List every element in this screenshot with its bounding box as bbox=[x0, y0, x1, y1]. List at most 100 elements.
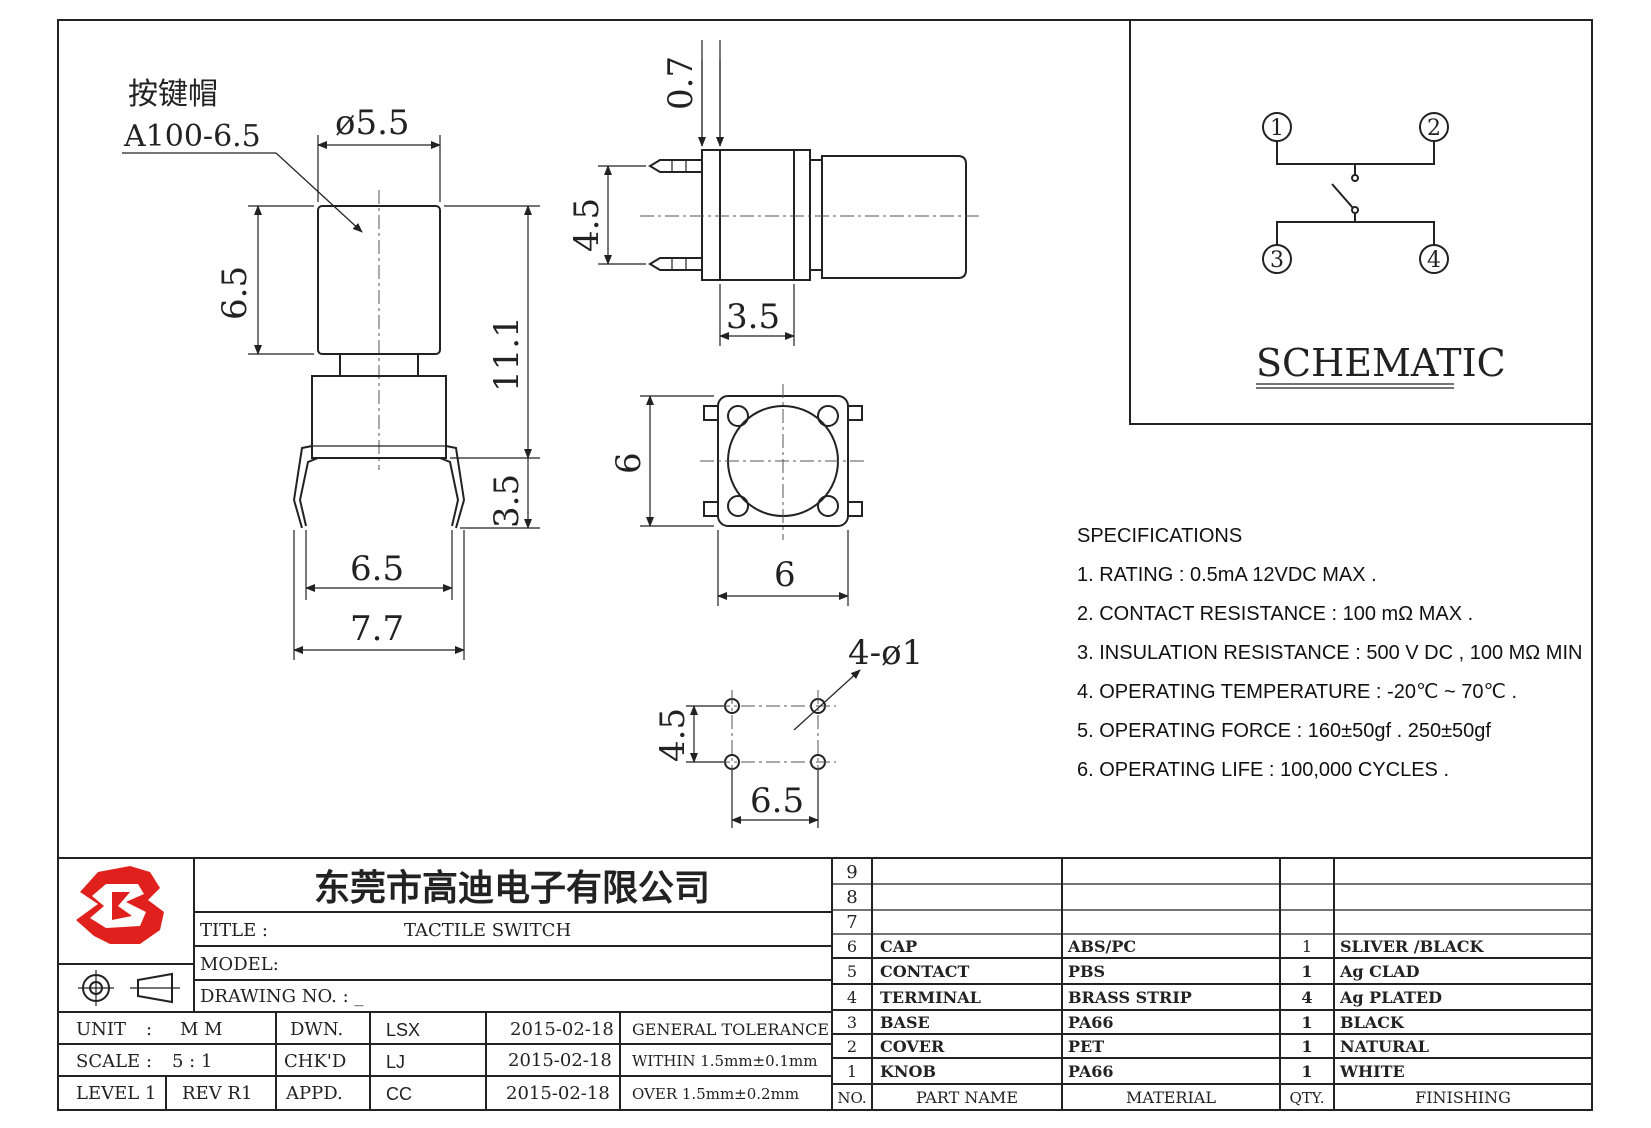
tolerance-within: WITHIN 1.5mm±0.1mm bbox=[632, 1052, 817, 1070]
bom-part: CAP bbox=[880, 937, 917, 956]
dim-cap-height: 6.5 bbox=[215, 266, 255, 320]
bom-material: PA66 bbox=[1068, 1062, 1114, 1081]
keycap-label-cn: 按键帽 bbox=[128, 77, 218, 112]
title-label: TITLE : bbox=[200, 920, 268, 941]
dwn-name: LSX bbox=[386, 1020, 420, 1040]
title-block: 东莞市高迪电子有限公司 TITLE : TACTILE SWITCH MODEL… bbox=[58, 857, 1592, 1110]
dim-pin-pitch: 4.5 bbox=[567, 198, 607, 252]
bom-finishing: WHITE bbox=[1339, 1062, 1405, 1081]
pin-4: 4 bbox=[1427, 248, 1441, 273]
pcb-layout: 4-ø1 4.5 6.5 bbox=[653, 633, 923, 828]
bom-finishing: Ag PLATED bbox=[1339, 988, 1442, 1007]
dim-cap-diameter: ø5.5 bbox=[335, 103, 410, 143]
company-logo bbox=[76, 866, 164, 944]
bom-no: 6 bbox=[847, 937, 857, 956]
keycap-label-code: A100-6.5 bbox=[123, 119, 261, 154]
title-value: TACTILE SWITCH bbox=[404, 920, 571, 941]
appd-label: APPD. bbox=[285, 1083, 343, 1104]
bom-finishing: NATURAL bbox=[1340, 1037, 1429, 1056]
unit-sep: : bbox=[146, 1019, 152, 1040]
bom-header-qty: QTY. bbox=[1289, 1089, 1324, 1107]
company-name: 东莞市高迪电子有限公司 bbox=[314, 868, 710, 909]
bom-header-material: MATERIAL bbox=[1126, 1088, 1216, 1107]
dim-pcb-pitch-v: 4.5 bbox=[653, 708, 693, 762]
spec-item: 4. OPERATING TEMPERATURE : -20℃ ~ 70℃ . bbox=[1077, 681, 1517, 703]
spec-item: 3. INSULATION RESISTANCE : 500 V DC , 10… bbox=[1077, 642, 1582, 664]
appd-date: 2015-02-18 bbox=[506, 1083, 610, 1104]
chk-name: LJ bbox=[386, 1052, 405, 1072]
top-view: 6 6 bbox=[609, 384, 868, 606]
scale-label: SCALE bbox=[76, 1051, 140, 1072]
bom-no: 4 bbox=[847, 988, 857, 1007]
bom-header-part: PART NAME bbox=[916, 1088, 1018, 1107]
appd-name: CC bbox=[386, 1084, 412, 1104]
bom-material: BRASS STRIP bbox=[1068, 988, 1192, 1007]
bom-part: CONTACT bbox=[880, 962, 969, 981]
bom-part: KNOB bbox=[880, 1062, 936, 1081]
dim-top-height: 6 bbox=[609, 452, 649, 474]
dim-pcb-pitch-h: 6.5 bbox=[750, 781, 804, 821]
bom-material: PET bbox=[1068, 1037, 1104, 1056]
bom-part: TERMINAL bbox=[880, 988, 981, 1007]
dwn-date: 2015-02-18 bbox=[510, 1019, 614, 1040]
bom-no: 2 bbox=[847, 1037, 857, 1056]
side-view: 0.7 4.5 3.5 bbox=[567, 40, 980, 346]
bom-qty: 1 bbox=[1301, 1013, 1312, 1032]
bom-part: COVER bbox=[880, 1037, 945, 1056]
bom-material: PBS bbox=[1068, 962, 1105, 981]
schematic-title: SCHEMATIC bbox=[1256, 341, 1506, 385]
model-label: MODEL: bbox=[200, 954, 279, 975]
scale-sep: : bbox=[146, 1051, 152, 1072]
pin-1: 1 bbox=[1270, 116, 1284, 141]
spec-item: 5. OPERATING FORCE : 160±50gf . 250±50gf bbox=[1077, 720, 1491, 742]
bom-qty: 1 bbox=[1301, 1062, 1312, 1081]
pin-3: 3 bbox=[1270, 248, 1284, 273]
unit-label: UNIT bbox=[76, 1019, 126, 1040]
spec-item: 2. CONTACT RESISTANCE : 100 mΩ MAX . bbox=[1077, 603, 1473, 625]
drawing-no-label: DRAWING NO. : _ bbox=[200, 986, 363, 1007]
projection-symbol-icon bbox=[78, 970, 180, 1006]
bom-finishing: BLACK bbox=[1340, 1013, 1405, 1032]
dim-leg-span: 7.7 bbox=[350, 609, 404, 649]
spec-item: 1. RATING : 0.5mA 12VDC MAX . bbox=[1077, 564, 1377, 586]
spec-item: 6. OPERATING LIFE : 100,000 CYCLES . bbox=[1077, 759, 1449, 781]
bom-qty: 1 bbox=[1301, 1037, 1312, 1056]
bom-part: BASE bbox=[880, 1013, 930, 1032]
bom-header-no: NO. bbox=[837, 1089, 866, 1107]
dim-total-height: 11.1 bbox=[487, 316, 527, 392]
bom-qty: 1 bbox=[1301, 962, 1312, 981]
dim-top-width: 6 bbox=[774, 555, 796, 595]
bom-header-finishing: FINISHING bbox=[1415, 1088, 1511, 1107]
front-view: 按键帽 A100-6.5 ø5.5 6.5 11.1 3.5 bbox=[122, 77, 540, 660]
dim-pin-offset: 0.7 bbox=[661, 56, 701, 110]
dim-pcb-holes: 4-ø1 bbox=[848, 633, 923, 673]
spec-heading: SPECIFICATIONS bbox=[1077, 525, 1242, 547]
bom-qty: 1 bbox=[1302, 937, 1312, 956]
schematic-box: 1 2 3 4 SCHEMATIC bbox=[1129, 19, 1593, 425]
bom-empty-no: 9 bbox=[846, 862, 857, 883]
bom-empty-no: 8 bbox=[846, 887, 857, 908]
bom-empty-no: 7 bbox=[846, 912, 857, 933]
bom-no: 3 bbox=[847, 1013, 857, 1032]
pin-2: 2 bbox=[1427, 116, 1441, 141]
chk-label: CHK'D bbox=[284, 1051, 346, 1072]
bom-finishing: SLIVER /BLACK bbox=[1340, 937, 1485, 956]
rev: REV R1 bbox=[182, 1083, 252, 1104]
dim-body-width: 6.5 bbox=[350, 549, 404, 589]
dim-body-depth: 3.5 bbox=[726, 297, 780, 337]
bom-material: ABS/PC bbox=[1067, 937, 1136, 956]
bom-no: 5 bbox=[847, 962, 857, 981]
bom-no: 1 bbox=[847, 1062, 857, 1081]
bom-qty: 4 bbox=[1301, 988, 1312, 1007]
sheet-border bbox=[57, 19, 1593, 1111]
unit-value: M M bbox=[180, 1019, 223, 1040]
specifications: SPECIFICATIONS 1. RATING : 0.5mA 12VDC M… bbox=[1077, 525, 1582, 781]
bom-table: 9 8 7 6 CAP ABS/PC 1 SLIVER /BLACK 5 CON… bbox=[832, 858, 1592, 1110]
bom-finishing: Ag CLAD bbox=[1339, 962, 1420, 981]
dim-leg-height: 3.5 bbox=[487, 474, 527, 528]
tolerance-over: OVER 1.5mm±0.2mm bbox=[632, 1085, 799, 1103]
tolerance-heading: GENERAL TOLERANCE bbox=[632, 1020, 829, 1039]
chk-date: 2015-02-18 bbox=[508, 1050, 612, 1071]
scale-value: 5 : 1 bbox=[172, 1051, 212, 1072]
